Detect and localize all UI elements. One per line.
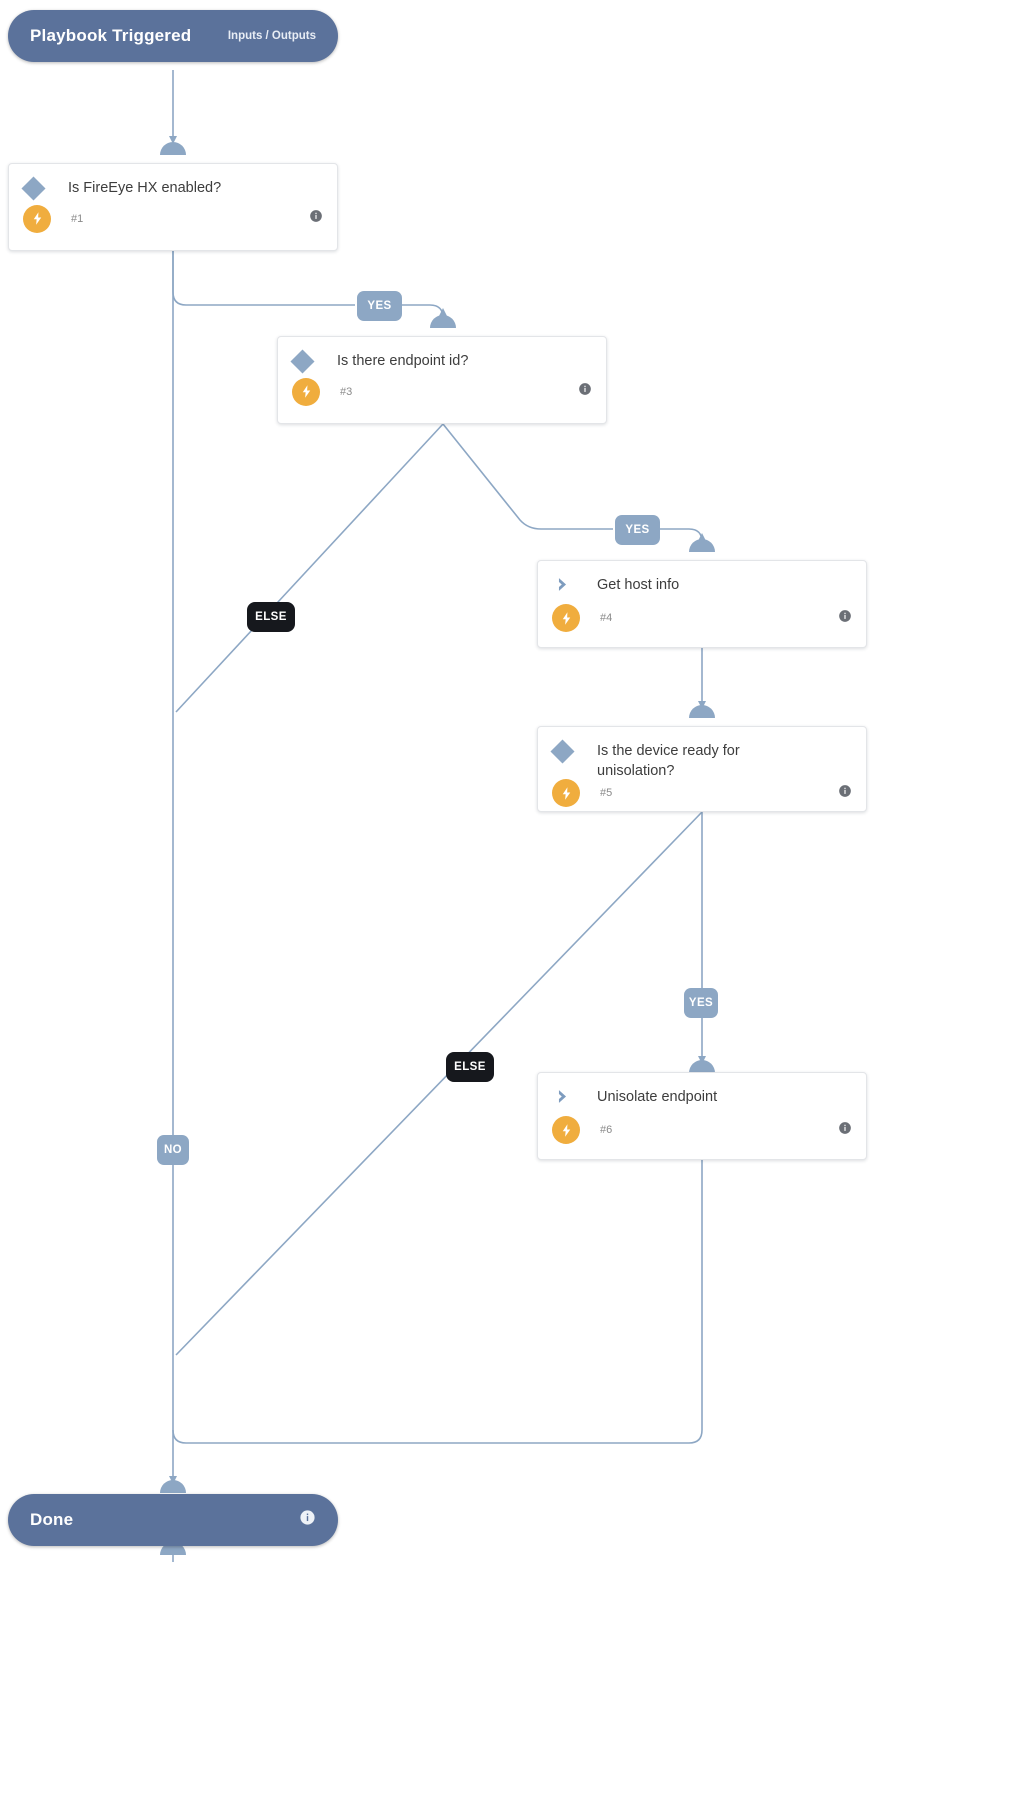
edge-label-no-1[interactable]: NO [157,1135,189,1165]
automation-bolt-icon [552,1116,580,1144]
task-title: Is the device ready for unisolation? [597,743,740,779]
edge-label-text: ELSE [255,611,287,623]
task-card-4[interactable]: Get host info #4 [537,560,867,648]
automation-bolt-icon [552,604,580,632]
diamond-icon [550,739,575,764]
card-header: Is FireEye HX enabled? [9,164,337,201]
done-node[interactable]: Done [8,1494,338,1546]
edge-label-text: YES [625,524,650,536]
diamond-icon [290,349,315,374]
task-card-6[interactable]: Unisolate endpoint #6 [537,1072,867,1160]
info-icon[interactable] [838,784,852,803]
card-header: Unisolate endpoint [538,1073,866,1110]
playbook-trigger-title: Playbook Triggered [30,26,192,45]
task-number: #1 [71,212,84,225]
card-header: Is the device ready for unisolation? [538,727,866,781]
done-title: Done [30,1510,74,1529]
diamond-icon [21,176,46,201]
task-number: #3 [340,385,353,398]
inputs-outputs-link[interactable]: Inputs / Outputs [227,30,316,42]
chevron-right-icon [554,576,571,598]
task-card-1[interactable]: Is FireEye HX enabled? #1 [8,163,338,251]
card-header: Get host info [538,561,866,598]
playbook-trigger-node[interactable]: Playbook Triggered Inputs / Outputs [8,10,338,62]
edge-label-yes-5[interactable]: YES [684,988,718,1018]
card-footer: #1 [9,201,337,243]
edge-label-text: ELSE [454,1061,486,1073]
card-footer: #5 [538,779,866,817]
info-icon[interactable] [578,382,592,401]
automation-bolt-icon [292,377,320,406]
task-title: Unisolate endpoint [597,1089,718,1105]
edge-label-text: NO [163,1144,183,1156]
chevron-right-icon [554,1088,571,1110]
info-icon[interactable] [838,609,852,628]
task-card-3[interactable]: Is there endpoint id? #3 [277,336,607,424]
info-icon[interactable] [309,209,323,228]
task-title: Get host info [597,577,680,593]
edge-label-else-3[interactable]: ELSE [247,602,295,632]
edge-label-text: YES [367,300,392,312]
task-number: #6 [600,1124,613,1136]
edge-label-text: YES [688,997,714,1009]
info-icon[interactable] [299,1509,316,1531]
task-number: #5 [600,787,613,800]
card-footer: #4 [538,600,866,642]
card-footer: #6 [538,1112,866,1154]
task-title: Is there endpoint id? [337,353,469,369]
edge-label-else-5[interactable]: ELSE [446,1052,494,1082]
edge-label-yes-1[interactable]: YES [357,291,402,321]
edge-label-yes-3[interactable]: YES [615,515,660,545]
automation-bolt-icon [23,204,51,233]
card-footer: #3 [278,374,606,416]
card-header: Is there endpoint id? [278,337,606,374]
info-icon[interactable] [838,1121,852,1140]
task-card-5[interactable]: Is the device ready for unisolation? #5 [537,726,867,812]
automation-bolt-icon [552,779,580,808]
task-title: Is FireEye HX enabled? [68,180,222,196]
task-number: #4 [600,612,613,624]
